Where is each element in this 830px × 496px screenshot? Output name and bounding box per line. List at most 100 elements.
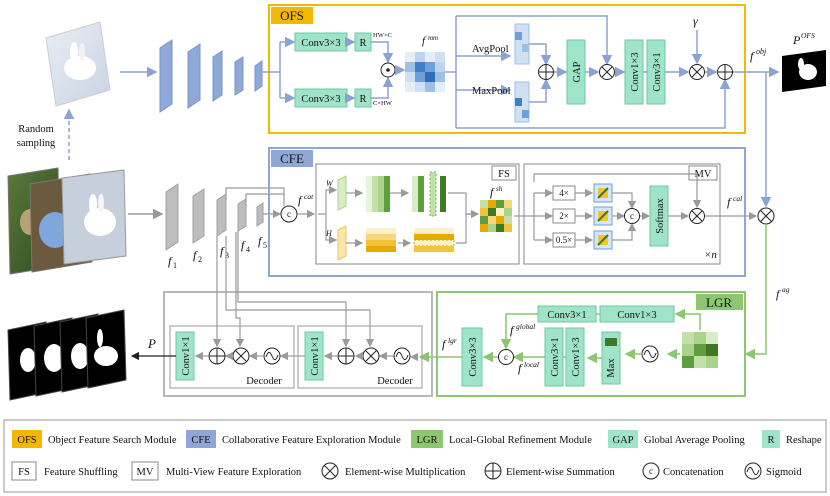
mv-view-tiles (593, 183, 613, 250)
lgr-max-label: Max (606, 358, 617, 378)
h-shuffle-bars (337, 225, 455, 261)
decoder-2-sigmoid (393, 347, 411, 365)
c-hw-label: C×HW (373, 100, 393, 107)
legend-lgr-text: Local-Global Refinement Module (449, 435, 592, 446)
decoder-2-sum (337, 347, 355, 365)
sampled-image (45, 21, 111, 107)
legend-fs-tag: FS (18, 467, 30, 478)
scale-05x-label: 0.5× (556, 235, 572, 245)
p-ofs-mask (782, 50, 826, 92)
ofs-reshape-bottom-label: R (359, 94, 366, 105)
fs-box (315, 163, 520, 265)
f-mm-matrix (405, 52, 445, 92)
cfe-title: CFE (280, 151, 304, 166)
f-global-sup: global (516, 322, 535, 331)
decoder-2-label: Decoder (377, 376, 413, 387)
h-label: H (325, 229, 333, 238)
avgpool-vector (514, 23, 530, 65)
scale-2x-label: 2× (559, 211, 569, 221)
w-label: W (326, 179, 334, 188)
lgr-title-tag (696, 294, 743, 310)
legend-sum-text: Element-wise Summation (506, 467, 616, 478)
legend-fs-text: Feature Shuffling (44, 467, 118, 478)
f3-sub: 3 (225, 251, 229, 260)
f-sh-label: f (490, 185, 495, 199)
ofs-module-box (268, 4, 746, 134)
random-sampling-line2: sampling (17, 138, 56, 149)
p-ofs-sup: OFS (801, 31, 815, 40)
f4-label: f (241, 238, 246, 252)
f-ag-label: f (776, 287, 781, 301)
f-cat-sup: cat (304, 192, 314, 201)
legend-ofs-text: Object Feature Search Module (48, 435, 177, 446)
legend-mul-icon (321, 462, 339, 480)
decoder-1-mul (232, 347, 250, 365)
f1-label: f (168, 254, 173, 268)
decoder-2-mul (362, 347, 380, 365)
output-masks (7, 309, 127, 401)
f-obj-label: f (750, 49, 755, 63)
cfe-ofs-mul-op (757, 207, 775, 225)
decoder-1-conv-label: Conv1×1 (181, 336, 192, 375)
gap-label: GAP (572, 61, 583, 82)
f-obj-sup: obj (756, 47, 767, 56)
legend-cfe-swatch (186, 430, 216, 448)
f-cat-label: f (298, 193, 303, 207)
f-cal-label: f (727, 195, 732, 209)
maxpool-label: MaxPool (472, 86, 511, 97)
legend-sum-icon (484, 462, 502, 480)
scale-4x-label: 4× (559, 188, 569, 198)
f-cal-sup: cal (733, 194, 742, 203)
f-ag-sup: ag (782, 285, 790, 294)
lgr-sigmoid-op (641, 345, 659, 363)
ofs-sum-op (538, 64, 554, 80)
cfe-concat-symbol: c (287, 209, 291, 219)
ofs-conv3x3-bottom-label: Conv3×3 (301, 94, 340, 105)
mv-concat-op (624, 208, 640, 224)
legend-sigmoid-icon (744, 462, 762, 480)
decoder-1-sigmoid (263, 347, 281, 365)
legend-ofs-tag: OFS (17, 435, 36, 446)
legend-r-text: Reshape (786, 435, 822, 446)
ofs-sum-op-2 (717, 64, 733, 80)
legend-mul-text: Element-wise Multiplication (345, 467, 466, 478)
maxpool-vector (514, 81, 530, 123)
legend-gap-swatch (608, 430, 638, 448)
ofs-reshape-top-label: R (359, 38, 366, 49)
f-local-label: f (518, 361, 523, 375)
decoder-outer-box (163, 291, 433, 397)
f-ag-grid (682, 332, 718, 368)
legend-gap-text: Global Average Pooling (644, 435, 745, 446)
f1-sub: 1 (173, 261, 177, 270)
legend-mv-text: Multi-View Feature Exploration (166, 467, 302, 478)
lgr-conv3x1-top-label: Conv3×1 (547, 310, 586, 321)
f5-label: f (258, 234, 263, 248)
ofs-conv1x3-label: Conv1×3 (630, 52, 641, 91)
lgr-concat-op (498, 349, 514, 365)
lgr-concat-symbol: c (504, 352, 508, 362)
legend-lgr-swatch (411, 430, 443, 448)
legend-r-tag: R (767, 435, 774, 446)
ofs-title-tag (271, 7, 313, 24)
lgr-title: LGR (706, 295, 732, 310)
f2-label: f (193, 248, 198, 262)
f5-sub: 5 (263, 241, 267, 250)
f-global-label: f (510, 323, 515, 337)
mv-mul-op (689, 208, 705, 224)
legend-cfe-text: Collaborative Feature Exploration Module (222, 435, 401, 446)
ofs-encoder-blocks (159, 39, 263, 113)
f-local-sup: local (524, 360, 539, 369)
f4-sub: 4 (246, 245, 250, 254)
lgr-conv1x3-mid-label: Conv1×3 (571, 337, 582, 376)
decoder-box-1 (169, 325, 295, 389)
ofs-conv3x1-label: Conv3×1 (652, 52, 663, 91)
f-sh-grid (480, 200, 512, 232)
ofs-mul-op-1 (599, 64, 615, 80)
ofs-title: OFS (280, 8, 304, 23)
cfe-title-tag (271, 150, 313, 167)
legend-concat-symbol: c (649, 466, 653, 476)
input-image-stack (7, 167, 127, 275)
f3-label: f (220, 244, 225, 258)
random-sampling-line1: Random (18, 124, 54, 135)
